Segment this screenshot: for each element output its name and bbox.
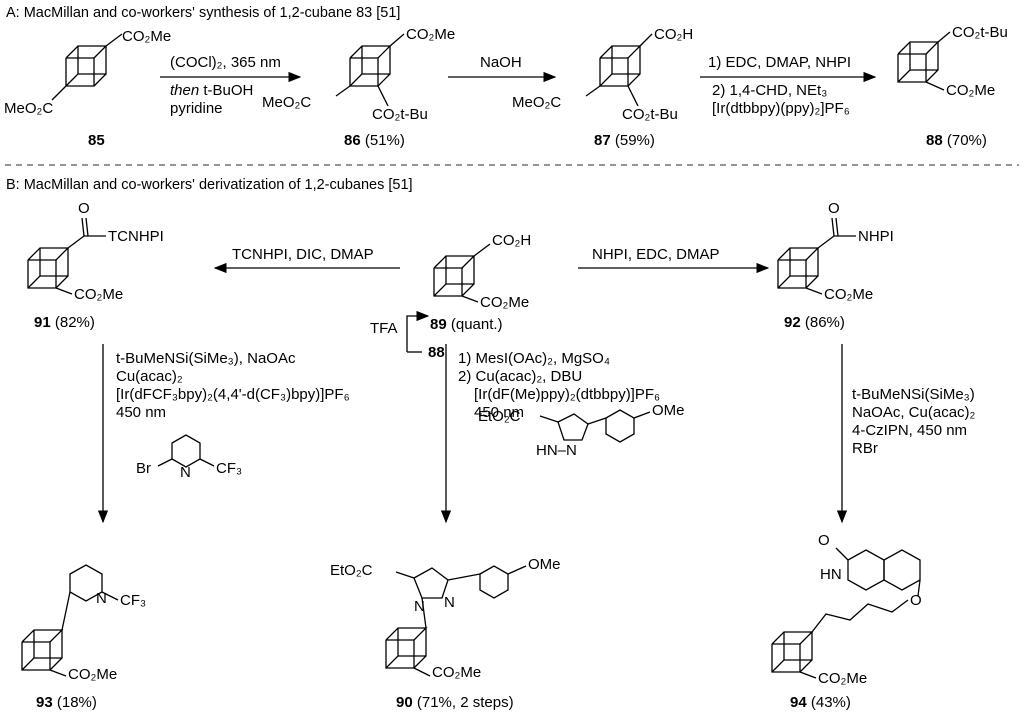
c94-ether-o: O (910, 592, 922, 609)
to94-line4: RBr (852, 440, 878, 457)
c88-substituent-bottom: CO₂Me (946, 82, 996, 99)
reagent-pyrazole-ome: OMe (652, 402, 685, 419)
cube-94 (771, 631, 813, 673)
cube-89 (433, 255, 475, 297)
step1-line2: then t-BuOH (170, 82, 254, 99)
to90-line1: 1) MesI(OAc)₂, MgSO₄ (458, 350, 610, 367)
to92-reagents: NHPI, EDC, DMAP (592, 246, 720, 263)
cube-91 (27, 247, 69, 289)
c87-substituent-top: CO₂H (654, 26, 694, 43)
c94-lactam-o: O (818, 532, 830, 549)
c93-cf3: CF₃ (120, 592, 147, 609)
c94-hn: HN (820, 566, 842, 583)
to93-line4: 450 nm (116, 404, 167, 421)
tfa-reagent: TFA (370, 320, 398, 337)
cube-92 (777, 247, 819, 289)
to94-line2: NaOAc, Cu(acac)₂ (852, 404, 976, 421)
reagent-pyridine-cf3: CF₃ (216, 460, 243, 477)
c89-substituent-bottom: CO₂Me (480, 294, 530, 311)
to93-line3: [Ir(dFCF₃bpy)₂(4,4'-d(CF₃)bpy)]PF₆ (116, 386, 350, 403)
compound-label-89: 89 (quant.) (430, 316, 503, 333)
step1-line3: pyridine (170, 100, 223, 117)
c90-ome: OMe (528, 556, 561, 573)
cube-90 (385, 627, 427, 669)
c91-carbonyl-o: O (78, 200, 90, 217)
c89-substituent-top: CO₂H (492, 232, 532, 249)
to94-line1: t-BuMeNSi(SiMe₃) (852, 386, 975, 403)
to93-line1: t-BuMeNSi(SiMe₃), NaOAc (116, 350, 296, 367)
aryl-ring-94 (883, 549, 921, 591)
compound-label-90: 90 (71%, 2 steps) (396, 694, 514, 711)
lactam-ring-94 (847, 549, 885, 591)
reagent-pyrazole-ester: EtO₂C (478, 408, 521, 425)
pyrazole-ring-reagent (557, 413, 589, 441)
tfa-bracket (406, 310, 430, 352)
c91-substituent-bottom: CO₂Me (74, 286, 124, 303)
cube-93 (21, 629, 63, 671)
c90-ester: EtO₂C (330, 562, 373, 579)
compound-label-93: 93 (18%) (36, 694, 97, 711)
compound-label-87: 87 (59%) (594, 132, 655, 149)
reagent-pyridine-br: Br (136, 460, 151, 477)
step2-line1: NaOH (480, 54, 522, 71)
step3-line3: [Ir(dtbbpy)(ppy)₂]PF₆ (712, 100, 850, 117)
reagent-pyridine-n: N (180, 464, 191, 481)
c86-substituent-left: MeO₂C (262, 94, 312, 111)
c90-n1: N (414, 598, 425, 615)
to93-line2: Cu(acac)₂ (116, 368, 183, 385)
compound-label-94: 94 (43%) (790, 694, 851, 711)
c86-substituent-bottom: CO₂t-Bu (372, 106, 428, 123)
section-b-header: B: MacMillan and co-workers' derivatizat… (6, 177, 413, 193)
to94-line3: 4-CzIPN, 450 nm (852, 422, 968, 439)
cube-87 (599, 45, 641, 87)
pyridine-ring-reagent (171, 434, 201, 468)
aryl-ring-90 (479, 565, 509, 599)
cube-85 (65, 45, 107, 87)
compound-label-86: 86 (51%) (344, 132, 405, 149)
c90-substituent-bottom: CO₂Me (432, 664, 482, 681)
c92-substituent-bottom: CO₂Me (824, 286, 874, 303)
c86-substituent-top: CO₂Me (406, 26, 456, 43)
section-a-header: A: MacMillan and co-workers' synthesis o… (6, 5, 401, 21)
c88-substituent-top: CO₂t-Bu (952, 24, 1008, 41)
pyrazole-ring-90 (413, 567, 449, 599)
compound-label-92: 92 (86%) (784, 314, 845, 331)
c92-carbonyl-o: O (828, 200, 840, 217)
c85-substituent-top: CO₂Me (122, 28, 172, 45)
step3-line1: 1) EDC, DMAP, NHPI (708, 54, 852, 71)
reagent-pyrazole-nh: HN–N (536, 442, 577, 459)
c87-substituent-bottom: CO₂t-Bu (622, 106, 678, 123)
cube-86 (349, 45, 391, 87)
tfa-from-88: 88 (428, 344, 445, 361)
compound-label-85: 85 (88, 132, 105, 149)
c93-substituent-bottom: CO₂Me (68, 666, 118, 683)
c94-substituent-bottom: CO₂Me (818, 670, 868, 687)
to90-line2: 2) Cu(acac)₂, DBU (458, 368, 583, 385)
to90-line3: [Ir(dF(Me)ppy)₂(dtbbpy)]PF₆ (474, 386, 661, 403)
compound-label-91: 91 (82%) (34, 314, 95, 331)
aryl-ring-reagent (605, 409, 635, 443)
c90-n2: N (444, 594, 455, 611)
c93-n: N (96, 590, 107, 607)
cube-88 (897, 41, 939, 83)
to91-reagents: TCNHPI, DIC, DMAP (232, 246, 374, 263)
c85-substituent-bottom: MeO₂C (4, 100, 54, 117)
compound-label-88: 88 (70%) (926, 132, 987, 149)
step1-line1: (COCl)₂, 365 nm (170, 54, 281, 71)
to90-line4: 450 nm (474, 404, 525, 421)
c91-substituent-top: TCNHPI (108, 228, 164, 245)
c87-substituent-left: MeO₂C (512, 94, 562, 111)
step3-line2: 2) 1,4-CHD, NEt₃ (712, 82, 828, 99)
c92-substituent-top: NHPI (858, 228, 894, 245)
